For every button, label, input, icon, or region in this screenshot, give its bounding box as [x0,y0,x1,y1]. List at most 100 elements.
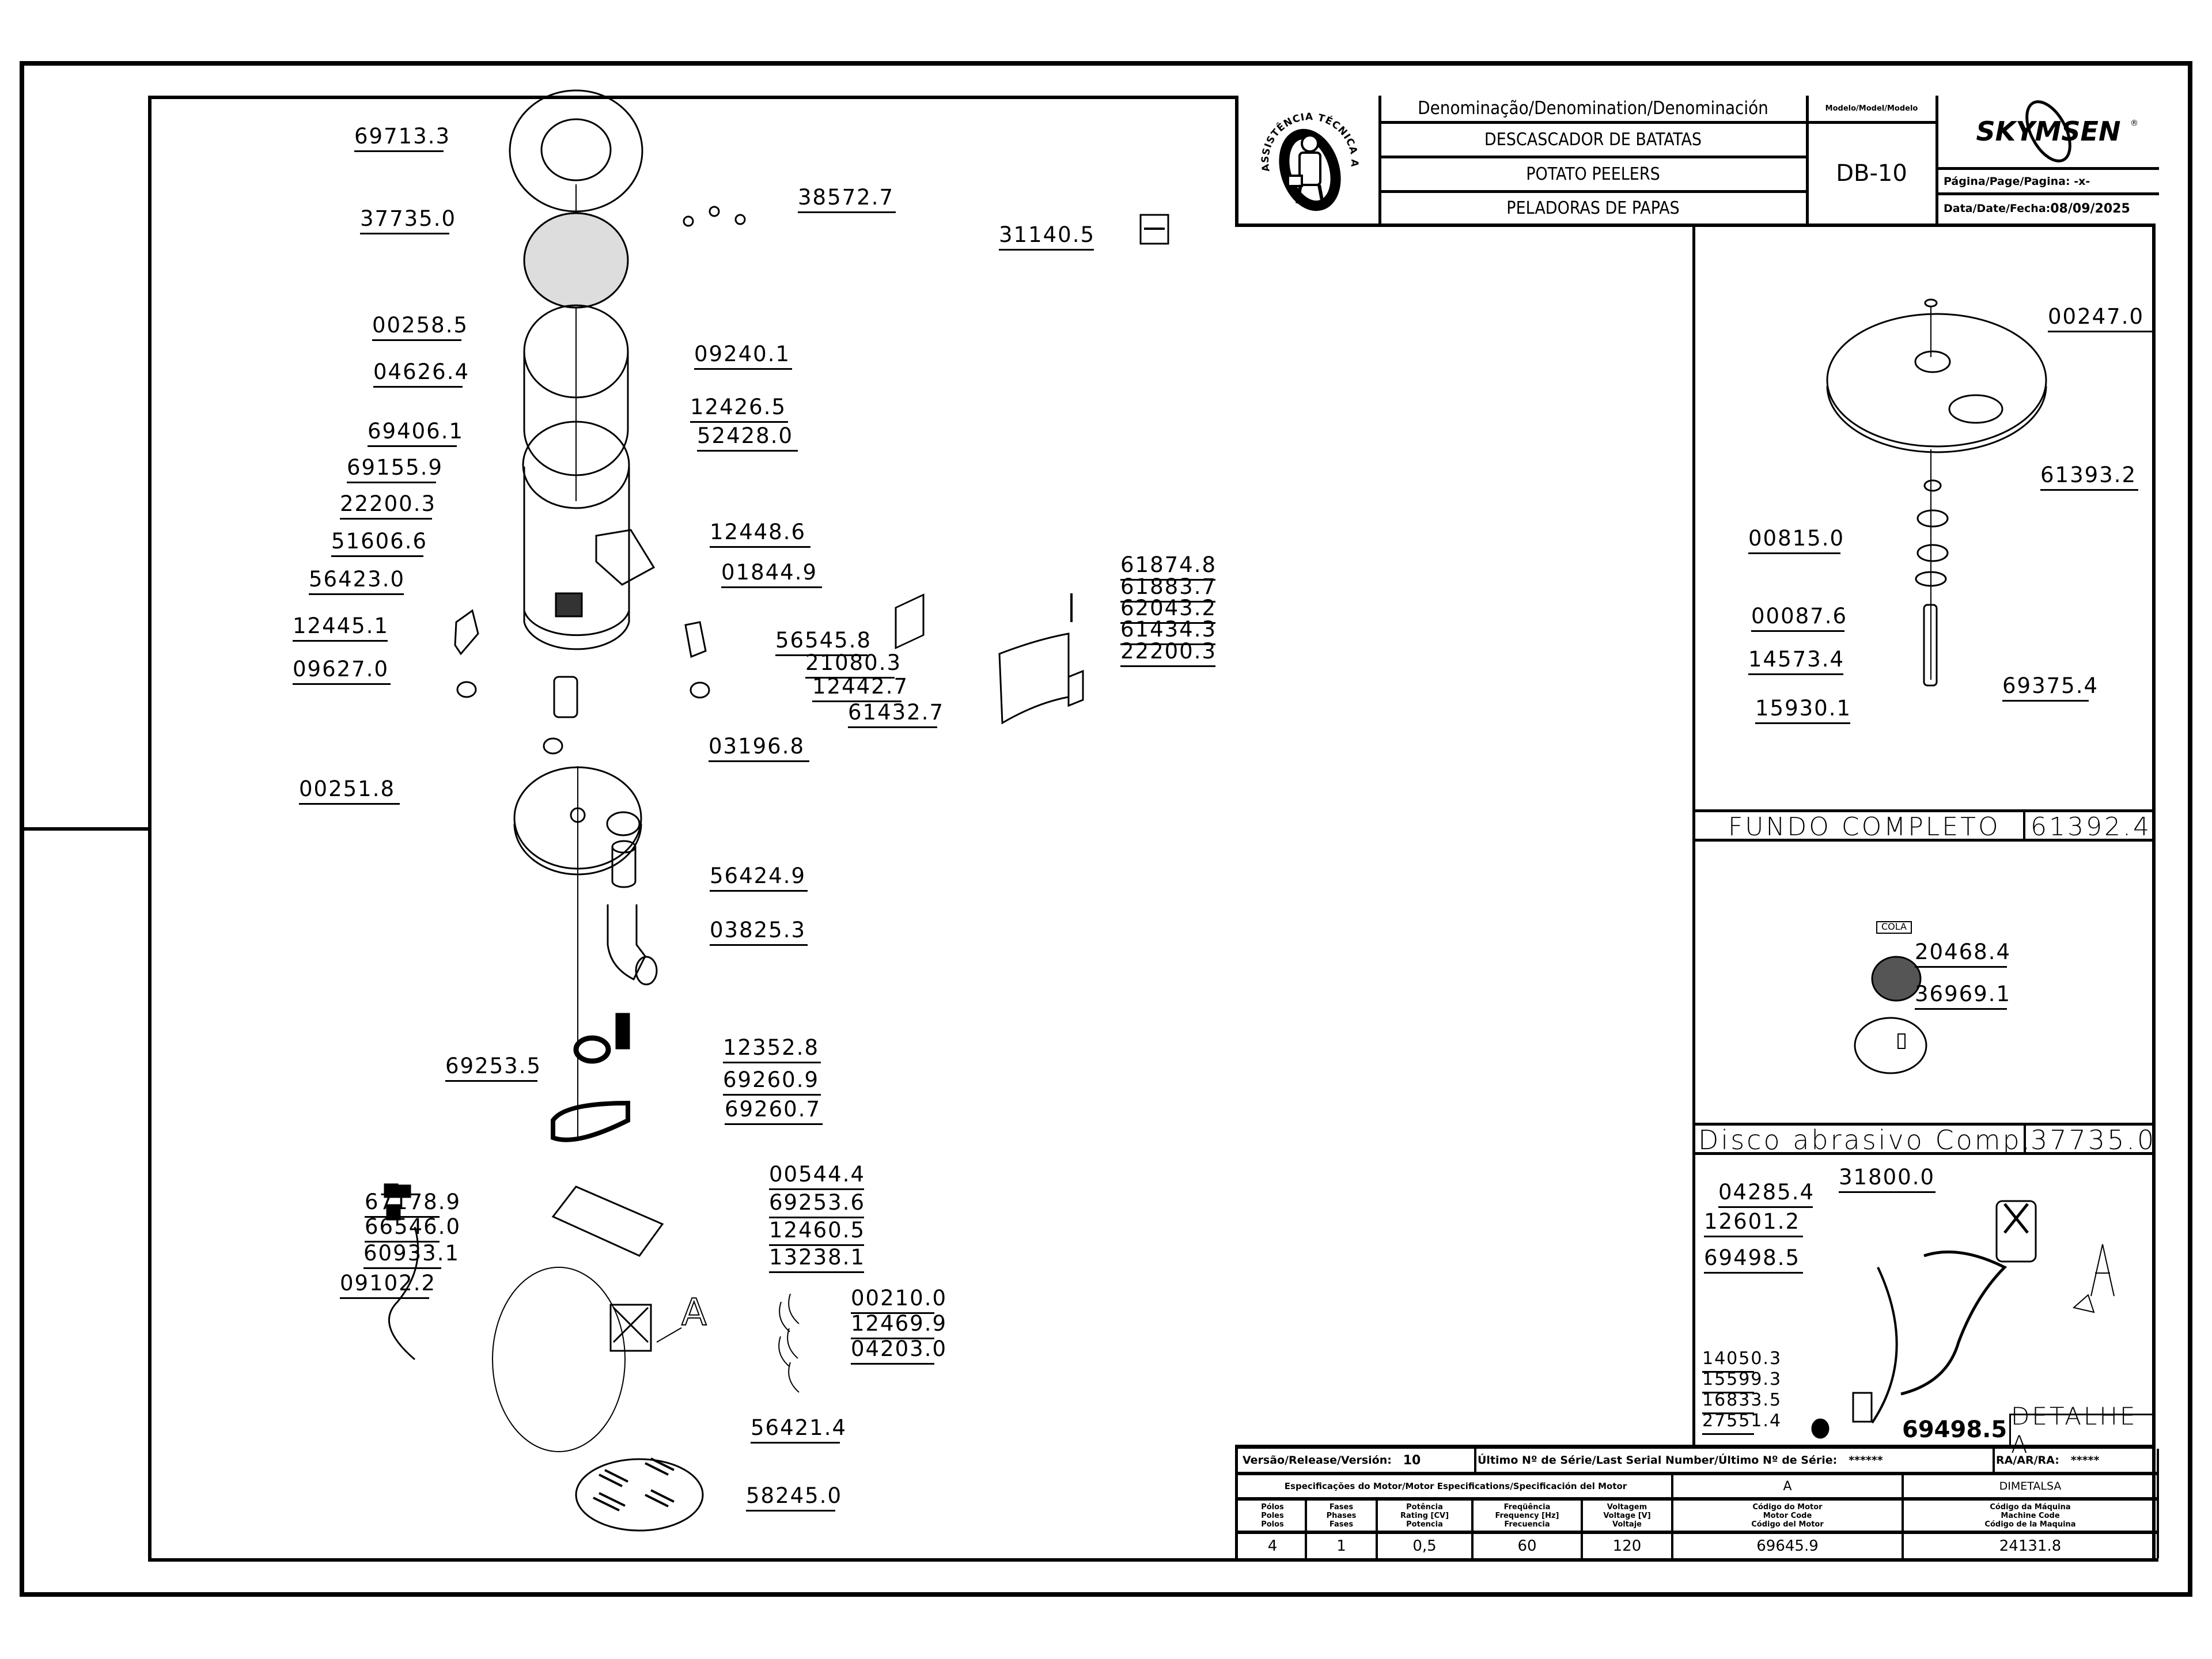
base-plate-part [513,766,642,876]
detail-a-circle [492,1267,626,1452]
value-frequency: 60 [1517,1537,1537,1555]
part-callout[interactable]: 61874.8 [1120,554,1215,581]
part-callout[interactable]: 22200.3 [1120,641,1215,667]
disco-abrasivo-title: Disco abrasivo Comp. [1698,1124,2033,1156]
part-callout[interactable]: 00251.8 [299,778,400,805]
serial-label: Último Nº de Série/Last Serial Number/Úl… [1478,1454,1838,1467]
motor-pulley-part [615,1013,630,1050]
detail-marker: A [681,1291,707,1334]
part-callout[interactable]: 61432.7 [848,702,943,728]
version-field: Versão/Release/Versión: 10 [1243,1449,1473,1472]
part-callout[interactable]: 69375.4 [2002,675,2097,702]
part-callout[interactable]: 56545.8 [775,630,870,656]
vent-cover-part [575,1457,704,1532]
part-callout[interactable]: 04203.0 [851,1338,946,1365]
part-callout[interactable]: 00544.4 [769,1164,864,1190]
part-callout[interactable]: 69498.5 [1704,1247,1803,1274]
part-callout[interactable]: 66546.0 [365,1216,460,1243]
part-callout[interactable]: 69260.9 [723,1069,821,1096]
part-callout[interactable]: 61434.3 [1120,619,1215,645]
part-callout[interactable]: 12601.2 [1704,1211,1803,1237]
part-callout[interactable]: 12469.9 [851,1313,946,1339]
screws-part [778,1293,800,1393]
part-callout[interactable]: 37735.0 [360,208,455,234]
part-callout[interactable]: 56423.0 [309,569,404,595]
door-part [998,632,1070,725]
part-callout[interactable]: 22200.3 [340,493,435,520]
motor-spec-label: Especificações do Motor/Motor Especifica… [1284,1481,1627,1491]
part-callout[interactable]: 12448.6 [710,521,810,548]
part-callout[interactable]: 14050.3 [1702,1350,1781,1373]
part-callout[interactable]: 56424.9 [710,865,808,892]
date-label: Data/Date/Fecha: [1944,202,2051,215]
part-callout[interactable]: 58245.0 [746,1485,841,1512]
part-callout[interactable]: 14573.4 [1748,649,1843,675]
cola-label: COLA [1881,921,1907,932]
part-callout[interactable]: 69406.1 [368,421,463,447]
fundo-title-bottom-bar [1694,839,2156,842]
product-name-pt: DESCASCADOR DE BATATAS [1484,129,1702,150]
page-label: Página/Page/Pagina: [1944,175,2070,188]
drawing-inner-frame [148,96,2156,1562]
part-callout[interactable]: 03825.3 [710,919,808,946]
serial-field: Último Nº de Série/Last Serial Number/Úl… [1478,1449,1990,1472]
part-callout[interactable]: 31140.5 [999,224,1094,251]
part-callout[interactable]: 69260.7 [725,1099,823,1125]
part-callout[interactable]: 27551.4 [1702,1412,1781,1435]
part-callout[interactable]: 61393.2 [2040,464,2138,491]
part-callout[interactable]: 09627.0 [293,658,391,685]
abrasive-disc-part [523,212,629,309]
header-rating: Potência Rating [CV] Potencia [1400,1502,1449,1529]
part-callout[interactable]: 09240.1 [694,343,792,370]
part-callout[interactable]: 51606.6 [331,531,426,557]
part-callout[interactable]: 04626.4 [373,361,468,388]
part-callout[interactable]: 03196.8 [709,736,809,762]
part-callout[interactable]: 69713.3 [354,126,449,152]
part-callout[interactable]: 69155.9 [347,457,442,483]
part-callout[interactable]: 15930.1 [1755,698,1850,724]
part-callout[interactable]: 12460.5 [769,1219,864,1246]
part-callout[interactable]: 20468.4 [1915,941,2010,968]
denomination-header: Denominação/Denomination/Denominación [1418,98,1768,119]
part-callout[interactable]: 04285.4 [1718,1181,1813,1208]
part-callout[interactable]: 61883.7 [1120,576,1215,603]
part-callout[interactable]: 67178.9 [365,1191,460,1218]
value-phases: 1 [1336,1537,1346,1555]
title-block: ASSISTÊNCIA TÉCNICA AUTORIZADA Denominaç… [1235,96,2159,227]
part-callout[interactable]: 01844.9 [721,562,822,588]
part-callout[interactable]: 12445.1 [293,615,388,642]
part-callout[interactable]: 52428.0 [697,425,798,452]
part-callout[interactable]: 00247.0 [2048,306,2154,332]
part-callout[interactable]: 09102.2 [340,1272,435,1299]
part-callout[interactable]: 69253.6 [769,1192,864,1218]
part-callout[interactable]: 21080.3 [805,652,900,679]
part-callout[interactable]: 62043.2 [1120,597,1215,624]
part-callout[interactable]: 31800.0 [1839,1166,1936,1193]
hinge-part [1067,669,1084,707]
version-label: Versão/Release/Versión: [1243,1454,1392,1467]
part-callout[interactable]: 56421.4 [751,1417,846,1444]
part-callout[interactable]: 00258.5 [372,315,467,341]
part-callout[interactable]: 12442.7 [812,676,907,702]
header-voltage: Voltagem Voltage [V] Voltaje [1603,1502,1651,1529]
right-panel-divider [1692,227,1695,1448]
model-header: Modelo/Model/Modelo [1825,104,1918,113]
brand-logo: SKYMSEN ® [1937,96,2159,167]
part-callout[interactable]: 15599.3 [1702,1371,1781,1393]
assistencia-tecnica-logo: ASSISTÊNCIA TÉCNICA AUTORIZADA [1242,98,1378,221]
part-callout[interactable]: 16833.5 [1702,1392,1781,1414]
elbow-part [607,904,646,981]
part-callout[interactable]: 12352.8 [723,1037,821,1063]
model-value: DB-10 [1836,160,1907,187]
part-callout[interactable]: 12426.5 [690,396,788,423]
part-callout[interactable]: 69253.5 [445,1055,540,1082]
part-callout-highlight[interactable]: 69498.5 [1902,1418,2007,1446]
part-callout[interactable]: 00815.0 [1748,528,1843,554]
part-callout[interactable]: 36969.1 [1915,983,2010,1010]
part-callout[interactable]: 13238.1 [769,1247,864,1273]
part-callout[interactable]: 60933.1 [363,1243,459,1269]
value-rating: 0,5 [1412,1537,1437,1555]
part-callout[interactable]: 00087.6 [1751,605,1846,632]
part-callout[interactable]: 00210.0 [851,1287,946,1314]
part-callout[interactable]: 38572.7 [798,187,896,213]
